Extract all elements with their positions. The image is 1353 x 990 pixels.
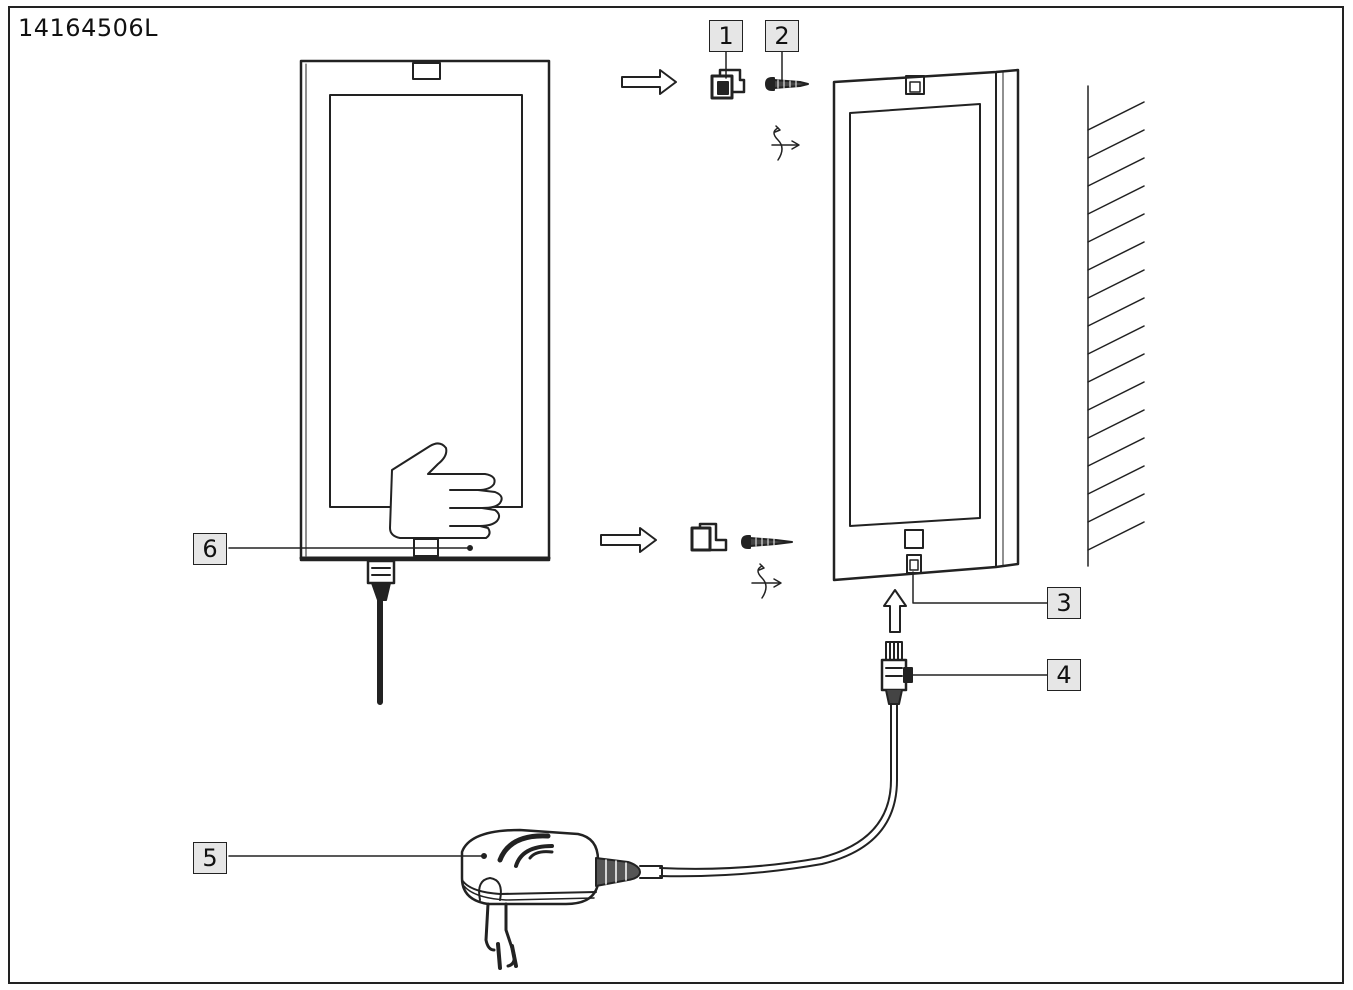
- left-panel: [299, 59, 551, 705]
- wall-hatch-icon: [1087, 85, 1145, 567]
- hand-press-icon: [389, 442, 503, 539]
- model-number: 14164506L: [18, 14, 159, 42]
- right-panel: [832, 68, 1020, 582]
- callout-2: 2: [765, 20, 799, 52]
- right-panel-bottom-notch: [904, 529, 924, 549]
- callout-1: 1: [709, 20, 743, 52]
- rotate-icon: [771, 125, 800, 161]
- callout-4: 4: [1047, 659, 1081, 691]
- bracket-clip-icon: [710, 68, 746, 100]
- left-panel-top-notch: [412, 62, 441, 80]
- arrow-right-icon: [600, 527, 657, 553]
- callout-5: 5: [193, 842, 227, 874]
- callout-leaders: [228, 51, 1048, 857]
- screw-icon: [741, 535, 793, 549]
- callout-6: 6: [193, 533, 227, 565]
- callout-3: 3: [1047, 587, 1081, 619]
- screw-icon: [765, 77, 809, 91]
- arrow-right-icon: [621, 69, 677, 95]
- bracket-clip-icon: [690, 522, 728, 552]
- power-adapter-icon: [460, 828, 663, 970]
- connector-plug-icon: [880, 641, 913, 705]
- diagram-frame: [8, 6, 1344, 984]
- power-cable: [659, 703, 898, 878]
- left-panel-cable: [366, 559, 396, 705]
- rotate-icon: [751, 563, 782, 599]
- right-panel-top-notch: [905, 75, 925, 95]
- arrow-up-icon: [883, 589, 907, 633]
